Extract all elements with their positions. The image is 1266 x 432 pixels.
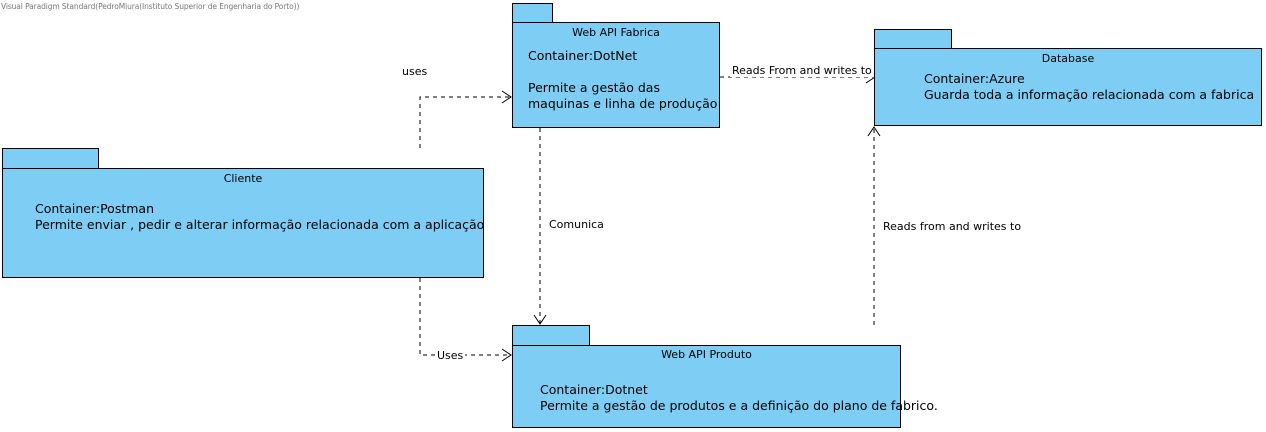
container-type: Container:Postman	[35, 201, 154, 216]
package-tab	[874, 29, 952, 49]
container-type: Container:Dotnet	[540, 382, 648, 397]
package-description: Container:Azure Guarda toda a informação…	[924, 71, 1254, 103]
package-body: Web API Produto Container:Dotnet Permite…	[512, 345, 938, 428]
package-description: Container:DotNet Permite a gestão das ma…	[528, 48, 717, 112]
arrowhead-produto-top	[533, 314, 547, 325]
package-name: Web API Produto	[661, 348, 752, 361]
container-type: Container:DotNet	[528, 48, 638, 63]
package-tab	[2, 148, 99, 169]
arrowhead-produto-left	[501, 348, 512, 362]
description-line: Guarda toda a informação relacionada com…	[924, 87, 1255, 102]
package-web-api-produto[interactable]: Web API Produto Container:Dotnet Permite…	[512, 325, 938, 428]
container-type: Container:Azure	[924, 71, 1025, 86]
arrowhead-database-bottom	[867, 126, 881, 137]
description-line: Permite enviar , pedir e alterar informa…	[35, 217, 485, 232]
blank-line	[528, 64, 717, 80]
package-database[interactable]: Database Container:Azure Guarda toda a i…	[874, 29, 1262, 126]
arrowhead-fabrica	[501, 90, 512, 104]
description-line: Permite a gestão de produtos e a definiç…	[540, 398, 938, 413]
package-body: Database Container:Azure Guarda toda a i…	[874, 48, 1262, 126]
package-tab	[512, 3, 553, 23]
package-web-api-fabrica[interactable]: Web API Fabrica Container:DotNet Permite…	[512, 3, 720, 128]
package-body: Web API Fabrica Container:DotNet Permite…	[512, 22, 720, 128]
package-body: Cliente Container:Postman Permite enviar…	[2, 168, 484, 278]
package-description: Container:Dotnet Permite a gestão de pro…	[540, 382, 938, 414]
connector-cliente-uses-produto	[419, 278, 510, 356]
package-name: Cliente	[223, 172, 263, 185]
connector-label-uses: uses	[400, 65, 430, 78]
description-line: maquinas e linha de produção	[528, 96, 718, 111]
diagram-watermark: Visual Paradigm Standard(PedroMiura(Inst…	[1, 2, 300, 11]
connector-label-uses-produto: Uses	[435, 349, 466, 362]
package-tab	[512, 325, 590, 346]
connector-label-fabrica-database: Reads From and writes to	[730, 64, 874, 77]
package-cliente[interactable]: Cliente Container:Postman Permite enviar…	[2, 148, 484, 278]
package-name: Database	[1041, 52, 1095, 65]
description-line: Permite a gestão das	[528, 80, 660, 95]
package-description: Container:Postman Permite enviar , pedir…	[35, 201, 484, 233]
connector-cliente-uses-fabrica	[419, 96, 510, 148]
connector-label-comunica: Comunica	[547, 218, 606, 231]
package-name: Web API Fabrica	[572, 26, 660, 39]
connector-label-produto-database: Reads from and writes to	[881, 220, 1024, 233]
